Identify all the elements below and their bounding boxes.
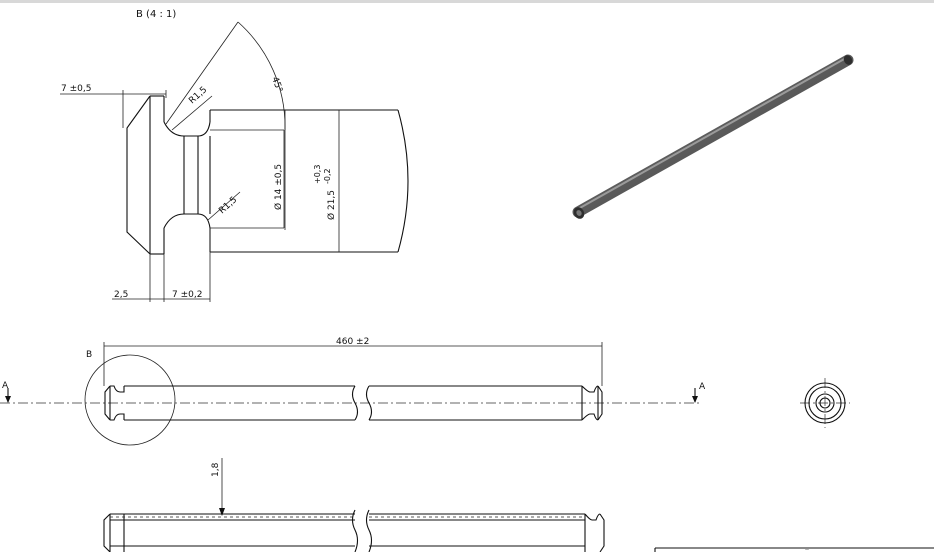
tube-right xyxy=(365,509,605,552)
detail-marker-label: B xyxy=(86,350,92,360)
svg-text:2,5: 2,5 xyxy=(114,290,128,300)
detail-circle-b xyxy=(84,354,176,446)
top-border xyxy=(0,0,934,3)
end-view xyxy=(800,378,850,428)
detail-title: B (4 : 1) xyxy=(136,9,176,20)
section-view: 1,8 xyxy=(103,458,605,552)
svg-text:R1,5: R1,5 xyxy=(217,195,239,216)
dim-outer-diameter: Ø 21,5 +0,3 -0,2 xyxy=(313,110,340,252)
tube-left xyxy=(103,509,359,552)
svg-text:+0,3: +0,3 xyxy=(313,165,322,184)
dim-radius-lower: R1,5 xyxy=(207,191,241,221)
section-marker-left: A xyxy=(2,381,9,391)
dim-groove-width-top: 7 ±0,5 xyxy=(60,84,167,128)
svg-text:Ø 14 ±0,5: Ø 14 ±0,5 xyxy=(273,164,284,210)
length-dimension: 460 ±2 xyxy=(336,337,369,347)
svg-text:Ø 21,5: Ø 21,5 xyxy=(326,190,337,220)
svg-text:R1,5: R1,5 xyxy=(187,85,209,106)
rod-left xyxy=(104,385,359,421)
wall-dimension: 1,8 xyxy=(211,462,221,477)
svg-text:7 ±0,2: 7 ±0,2 xyxy=(172,290,202,300)
dim-angle: 45° xyxy=(165,21,286,230)
rod-right xyxy=(365,385,603,421)
title-block-text: — xyxy=(805,547,809,552)
svg-text:45°: 45° xyxy=(269,76,284,94)
dim-inner-diameter: Ø 14 ±0,5 xyxy=(273,130,285,228)
rod-3d-view xyxy=(572,54,854,219)
section-marker-right: A xyxy=(699,382,706,392)
title-block: — xyxy=(654,547,934,552)
dim-bottom: 2,5 7 ±0,2 xyxy=(112,228,211,302)
detail-part-outline xyxy=(126,95,409,255)
main-view: B 460 ±2 A A xyxy=(0,337,706,446)
detail-view-b: B (4 : 1) xyxy=(60,9,409,302)
svg-text:7 ±0,5: 7 ±0,5 xyxy=(61,84,91,94)
svg-text:-0,2: -0,2 xyxy=(323,168,332,184)
